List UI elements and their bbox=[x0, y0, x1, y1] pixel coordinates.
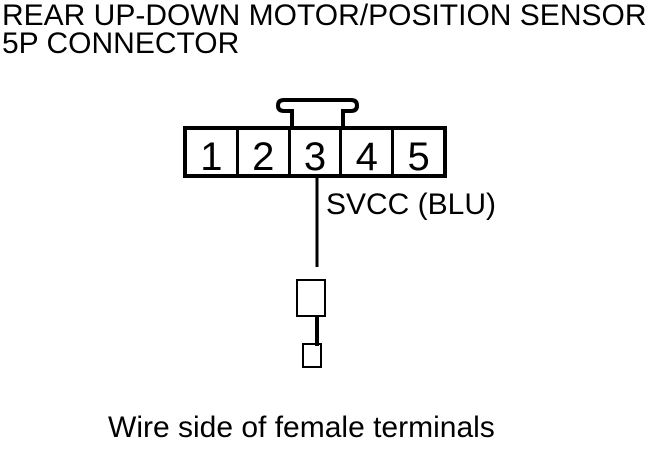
connector-body: 1 2 3 4 5 bbox=[183, 126, 447, 178]
pin-cell-1: 1 bbox=[187, 130, 239, 179]
diagram-title: REAR UP-DOWN MOTOR/POSITION SENSOR 5P CO… bbox=[2, 0, 647, 60]
connector-tab bbox=[275, 98, 360, 128]
pin-number-5: 5 bbox=[407, 135, 430, 179]
pin-cell-5: 5 bbox=[394, 130, 443, 179]
wire-signal-label: SVCC (BLU) bbox=[326, 188, 497, 221]
pin-number-3: 3 bbox=[303, 135, 327, 179]
title-line-1: REAR UP-DOWN MOTOR/POSITION SENSOR bbox=[2, 0, 647, 32]
pin-cell-3: 3 bbox=[291, 130, 343, 179]
pin-cell-2: 2 bbox=[239, 130, 291, 179]
inline-connector-symbol bbox=[296, 279, 326, 317]
terminal-end-symbol bbox=[302, 343, 322, 368]
pin-number-1: 1 bbox=[200, 135, 223, 179]
pin-number-2: 2 bbox=[252, 135, 275, 179]
title-line-2: 5P CONNECTOR bbox=[2, 27, 240, 60]
diagram-caption: Wire side of female terminals bbox=[108, 411, 495, 444]
pin-number-4: 4 bbox=[355, 135, 378, 179]
pin-cell-4: 4 bbox=[342, 130, 395, 179]
